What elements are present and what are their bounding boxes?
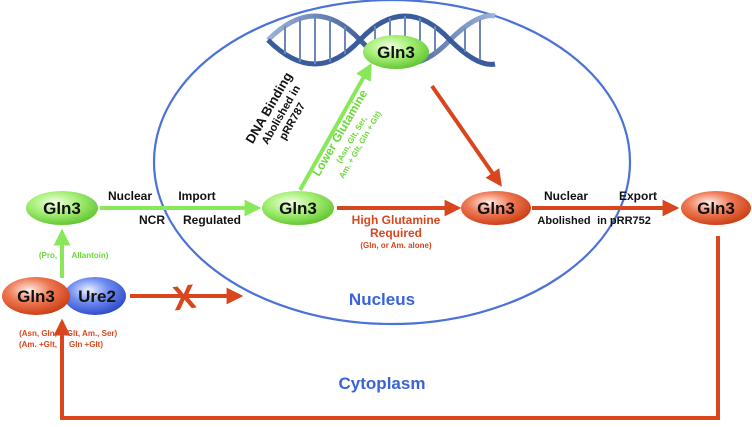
gln3-exported: Gln3: [681, 191, 751, 225]
block-mark: X: [170, 278, 198, 319]
svg-text:Gln3: Gln3: [697, 199, 735, 218]
cytoplasm-label: Cytoplasm: [339, 374, 426, 393]
export-label-abolished: Abolished: [537, 215, 590, 227]
release-label-pro: (Pro,: [39, 251, 57, 260]
high-glutamine-line1: High Glutamine: [352, 213, 441, 227]
import-label-regulated: Regulated: [183, 213, 241, 227]
svg-text:Gln3: Gln3: [17, 287, 55, 306]
import-label-ncr: NCR: [139, 213, 165, 227]
complex-cond-line2a: (Am. +Glt,: [19, 340, 57, 349]
svg-text:Ure2: Ure2: [78, 287, 116, 306]
svg-text:Gln3: Gln3: [477, 199, 515, 218]
svg-text:Gln3: Gln3: [43, 199, 81, 218]
dna-release-arrow: [430, 84, 502, 187]
export-label-export: Export: [619, 189, 657, 203]
nucleus-membrane: [152, 0, 632, 326]
high-glutamine-line3: (Gln, or Am. alone): [360, 241, 432, 250]
dna-binding-arrow: [298, 63, 372, 191]
gln3-dna-bound: Gln3: [363, 35, 429, 69]
complex-cond-line2b: Gln +Glt): [69, 340, 103, 349]
gln3-nucleus-inactive: Gln3: [461, 191, 531, 225]
nucleus-label: Nucleus: [349, 290, 415, 309]
export-label-plasmid: in pRR752: [597, 215, 651, 227]
import-label-import: Import: [178, 189, 215, 203]
complex-cond-line1a: (Asn, Gln,: [19, 329, 57, 338]
release-label-allantoin: Allantoin): [72, 251, 109, 260]
lower-glutamine-label-group: Lower Glutamine (Asn, Glt, Ser, Am. + Gl…: [309, 87, 383, 180]
return-loop-arrow: [53, 236, 720, 420]
dna-helix-icon: [266, 13, 496, 67]
import-label-nuclear: Nuclear: [108, 189, 152, 203]
gln3-ure2-complex: Gln3 Ure2: [2, 277, 126, 315]
gln3-nucleus: Gln3: [262, 191, 334, 225]
svg-text:Gln3: Gln3: [377, 43, 415, 62]
export-label-nuclear: Nuclear: [544, 189, 588, 203]
svg-text:Gln3: Gln3: [279, 199, 317, 218]
high-glutamine-line2: Required: [370, 226, 422, 240]
dna-binding-label-group: DNA Binding Abolished in pRR787: [242, 69, 308, 146]
gln3-cytoplasm-active: Gln3: [26, 191, 98, 225]
complex-cond-line1b: Glt, Am., Ser): [67, 329, 118, 338]
